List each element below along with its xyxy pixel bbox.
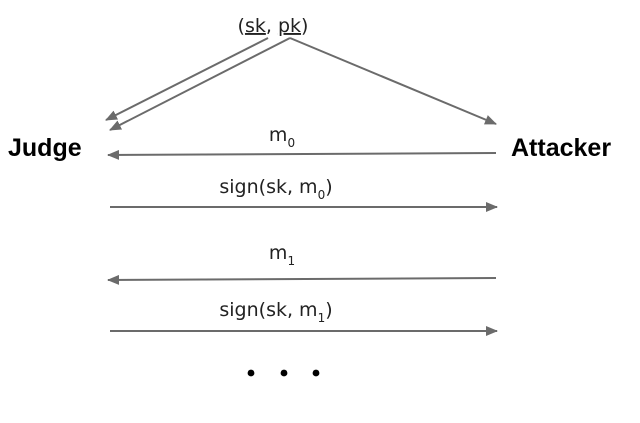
message-1-subscript: 1 <box>287 254 295 268</box>
attacker-label: Attacker <box>511 134 611 162</box>
sk-to-judge-arrow <box>105 37 269 121</box>
ellipsis-icon <box>247 369 320 377</box>
ellipsis-dot-3 <box>312 369 320 377</box>
keygen-label: (sk, pk) <box>238 15 309 37</box>
keygen-comma: , <box>266 15 278 37</box>
keygen-sk: sk <box>245 15 266 37</box>
message-0-arrow <box>107 149 497 160</box>
message-0-base: m <box>269 124 288 146</box>
signature-1-subscript: 1 <box>318 311 326 325</box>
signature-0-subscript: 0 <box>318 188 326 202</box>
message-1-base: m <box>269 242 288 264</box>
signature-0-label: sign(sk, m0) <box>219 176 332 202</box>
keygen-close-paren: ) <box>301 15 308 37</box>
judge-label: Judge <box>8 134 82 162</box>
keygen-pk: pk <box>278 15 301 37</box>
signature-0-tail: ) <box>325 176 332 198</box>
message-0-subscript: 0 <box>287 136 295 150</box>
signature-0-base: sign(sk, m <box>219 176 317 198</box>
signature-1-label: sign(sk, m1) <box>219 299 332 325</box>
pk-to-attacker-arrow <box>289 37 497 125</box>
message-1-label: m1 <box>269 242 295 268</box>
pk-to-judge-arrow <box>109 37 291 131</box>
ellipsis-dot-2 <box>280 369 288 377</box>
ellipsis-dot-1 <box>247 369 255 377</box>
signature-1-base: sign(sk, m <box>219 299 317 321</box>
keygen-open-paren: ( <box>238 15 245 37</box>
message-1-arrow <box>107 274 497 285</box>
message-0-label: m0 <box>269 124 295 150</box>
signature-1-tail: ) <box>325 299 332 321</box>
